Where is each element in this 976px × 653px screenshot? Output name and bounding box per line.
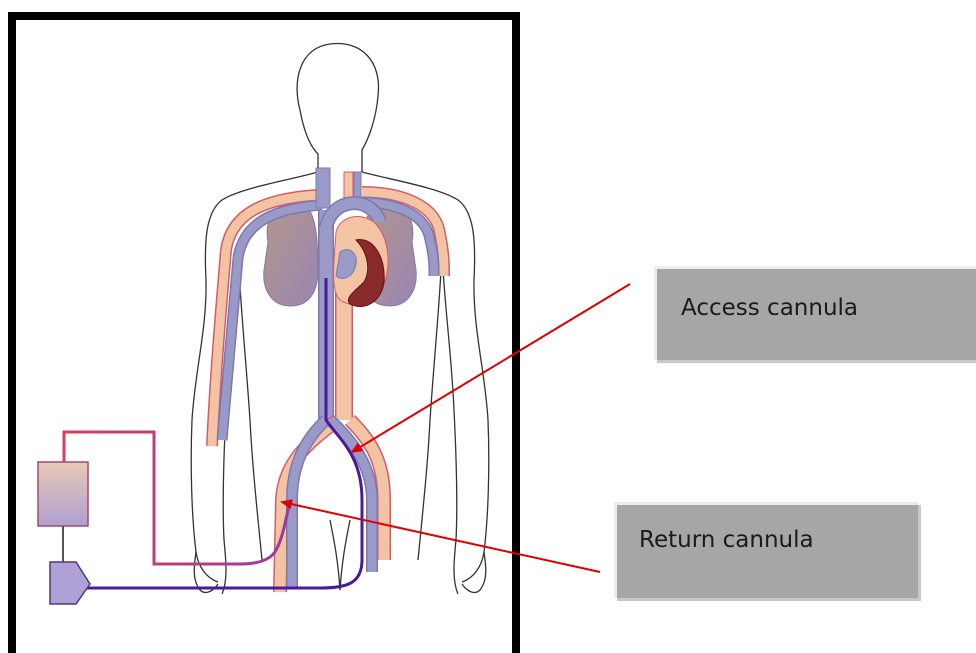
access-cannula-label-box: Access cannula xyxy=(654,266,976,360)
pump-icon xyxy=(50,562,90,604)
diagram-frame xyxy=(12,16,516,653)
oxygenator-icon xyxy=(38,462,88,526)
access-pointer-arrow xyxy=(352,284,630,452)
return-cannula-label-box: Return cannula xyxy=(614,502,918,598)
heart-icon xyxy=(334,217,389,307)
return-pointer-arrow xyxy=(282,502,600,572)
access-cannula-label: Access cannula xyxy=(681,297,858,320)
return-cannula-label: Return cannula xyxy=(639,529,814,552)
